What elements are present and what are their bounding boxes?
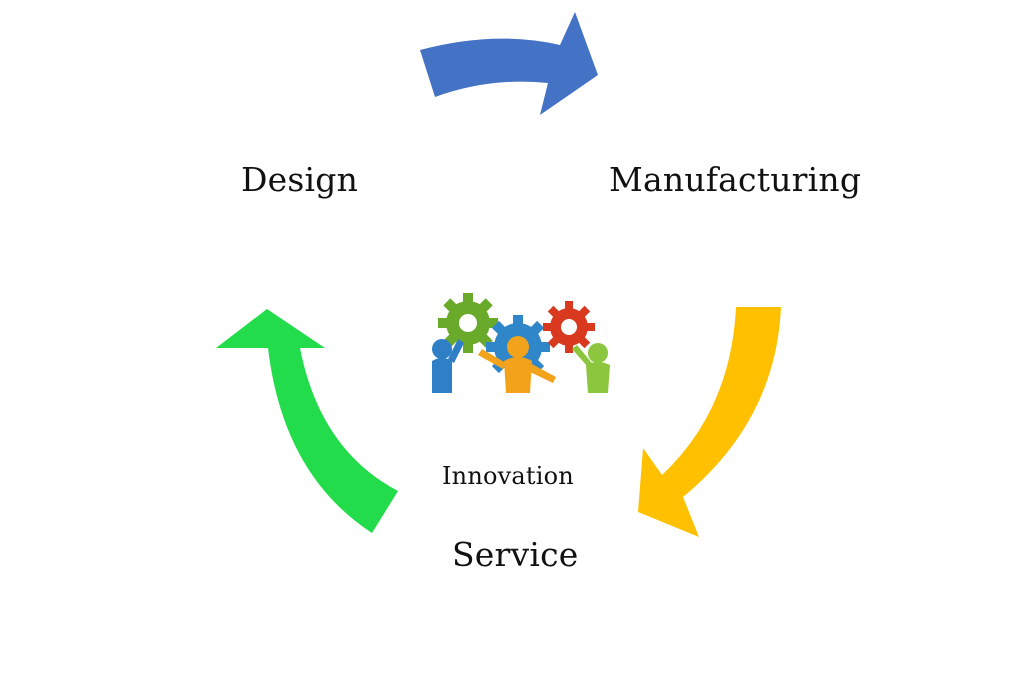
arrow-green-shape — [216, 309, 398, 533]
arrow-yellow-shape — [638, 307, 781, 537]
blue-figure-icon — [432, 339, 464, 393]
stage-label-manufacturing: Manufacturing — [609, 160, 862, 199]
orange-figure-icon — [478, 336, 556, 393]
gears-teamwork-icon — [406, 287, 618, 395]
arrow-blue-shape — [420, 12, 598, 115]
center-label-innovation: Innovation — [442, 462, 574, 490]
red-gear-icon — [543, 301, 595, 353]
green-figure-icon — [572, 343, 610, 393]
stage-label-design: Design — [241, 160, 359, 199]
stage-label-service: Service — [452, 535, 579, 574]
